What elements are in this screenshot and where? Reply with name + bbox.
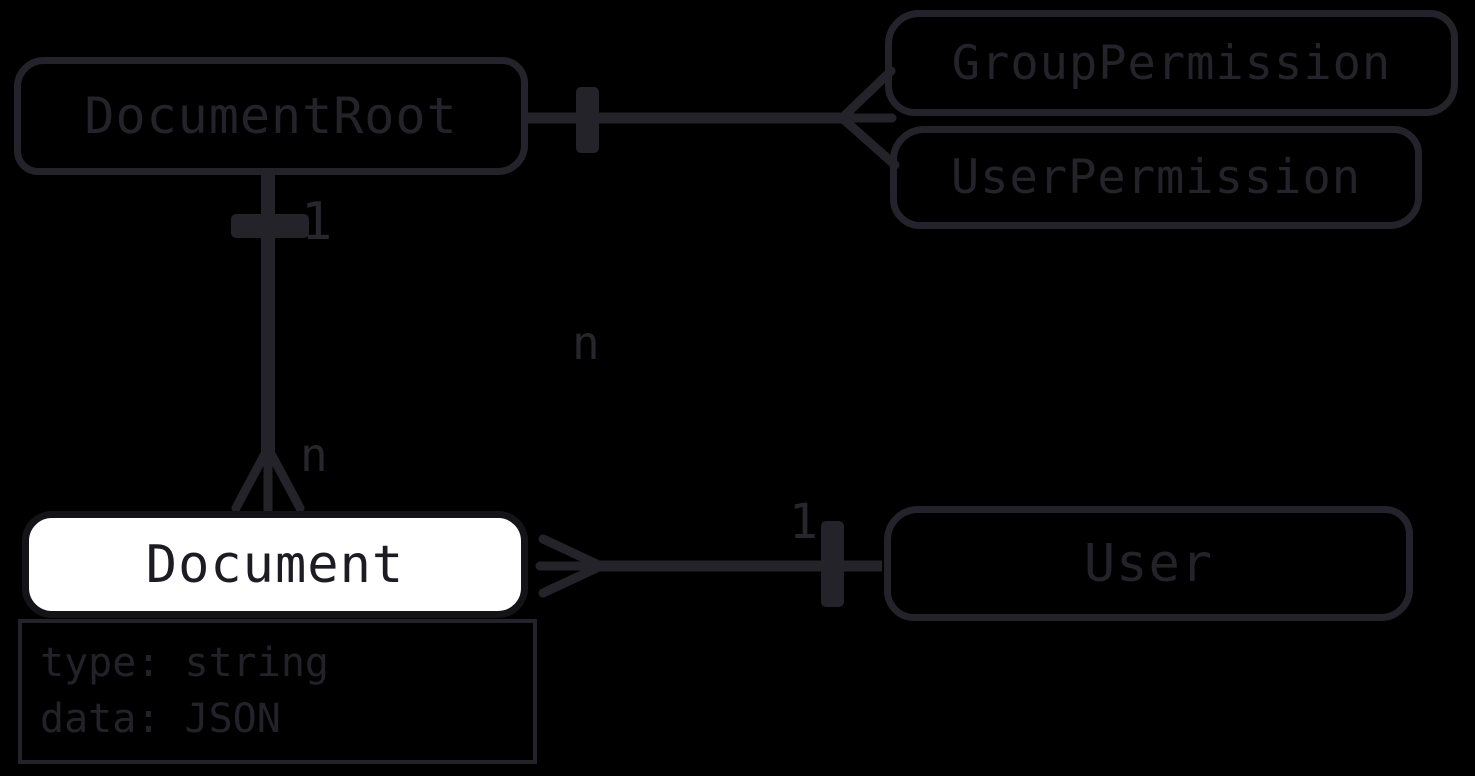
attribute-row-data: data: JSON [40,696,281,742]
edge-document-to-user [535,521,882,607]
edge-root-to-document [231,172,309,515]
entity-label: User [1083,533,1214,594]
cardinality-label-one-user: 1 [789,494,818,550]
one-marker-root-document [231,214,309,238]
entity-document: Document [22,511,528,618]
cardinality-label-one-root: 1 [301,192,333,252]
entity-group-permission: GroupPermission [885,10,1458,116]
crow-foot-user-edge-icon [535,534,606,598]
cardinality-label-many-document: n [300,428,328,482]
entity-label: Document [145,534,405,595]
entity-label: GroupPermission [951,35,1392,91]
entity-label: UserPermission [950,150,1362,205]
attribute-row-type: type: string [40,640,329,686]
edge-root-to-permissions [528,66,900,170]
one-marker-root-permissions [576,87,599,153]
entity-label: DocumentRoot [84,87,458,145]
entity-user: User [884,506,1413,621]
cardinality-label-many-permissions: n [572,316,600,370]
crow-foot-permissions-icon [837,66,900,170]
crow-foot-document-icon [231,443,305,515]
document-attributes-box: type: string data: JSON [18,619,537,764]
entity-user-permission: UserPermission [890,126,1422,229]
one-marker-user [821,521,844,607]
entity-document-root: DocumentRoot [14,57,528,175]
